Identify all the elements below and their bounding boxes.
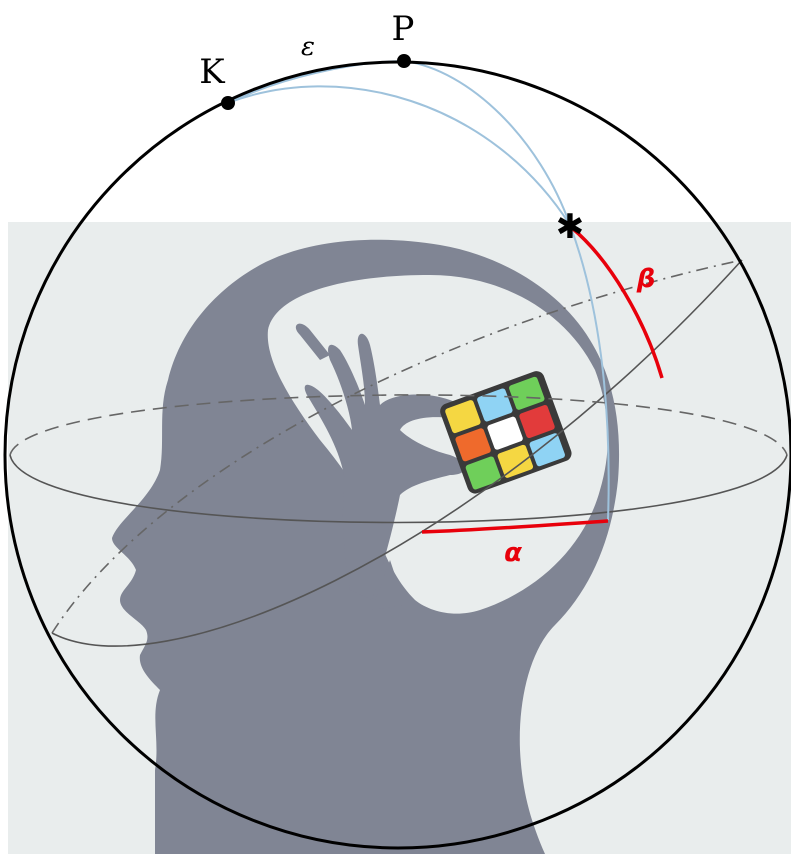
arc-star-to-horizon <box>569 224 610 521</box>
label-epsilon: ε <box>301 32 315 62</box>
label-alpha: α <box>504 538 522 568</box>
arc-p-to-star <box>403 60 571 226</box>
horizon-ellipse-front <box>9 454 788 524</box>
angle-beta-arc <box>570 226 664 379</box>
tilted-great-circle-back <box>51 259 743 634</box>
tilted-great-circle-front <box>51 259 743 647</box>
head-neck-stroke <box>372 560 405 610</box>
horizon-ellipse-back <box>9 394 788 456</box>
label-beta: β <box>636 264 656 294</box>
label-k: K <box>199 52 225 92</box>
head-hollow <box>267 275 608 614</box>
label-p: P <box>392 9 415 49</box>
arc-k-to-p <box>227 60 405 104</box>
hand-silhouette <box>295 323 465 600</box>
rubiks-cube <box>440 371 572 494</box>
point-k-marker <box>221 96 235 110</box>
point-p-marker <box>397 54 411 68</box>
star-marker: ✱ <box>556 207 585 247</box>
angle-alpha-arc <box>421 519 609 534</box>
arc-k-to-star <box>227 85 571 226</box>
